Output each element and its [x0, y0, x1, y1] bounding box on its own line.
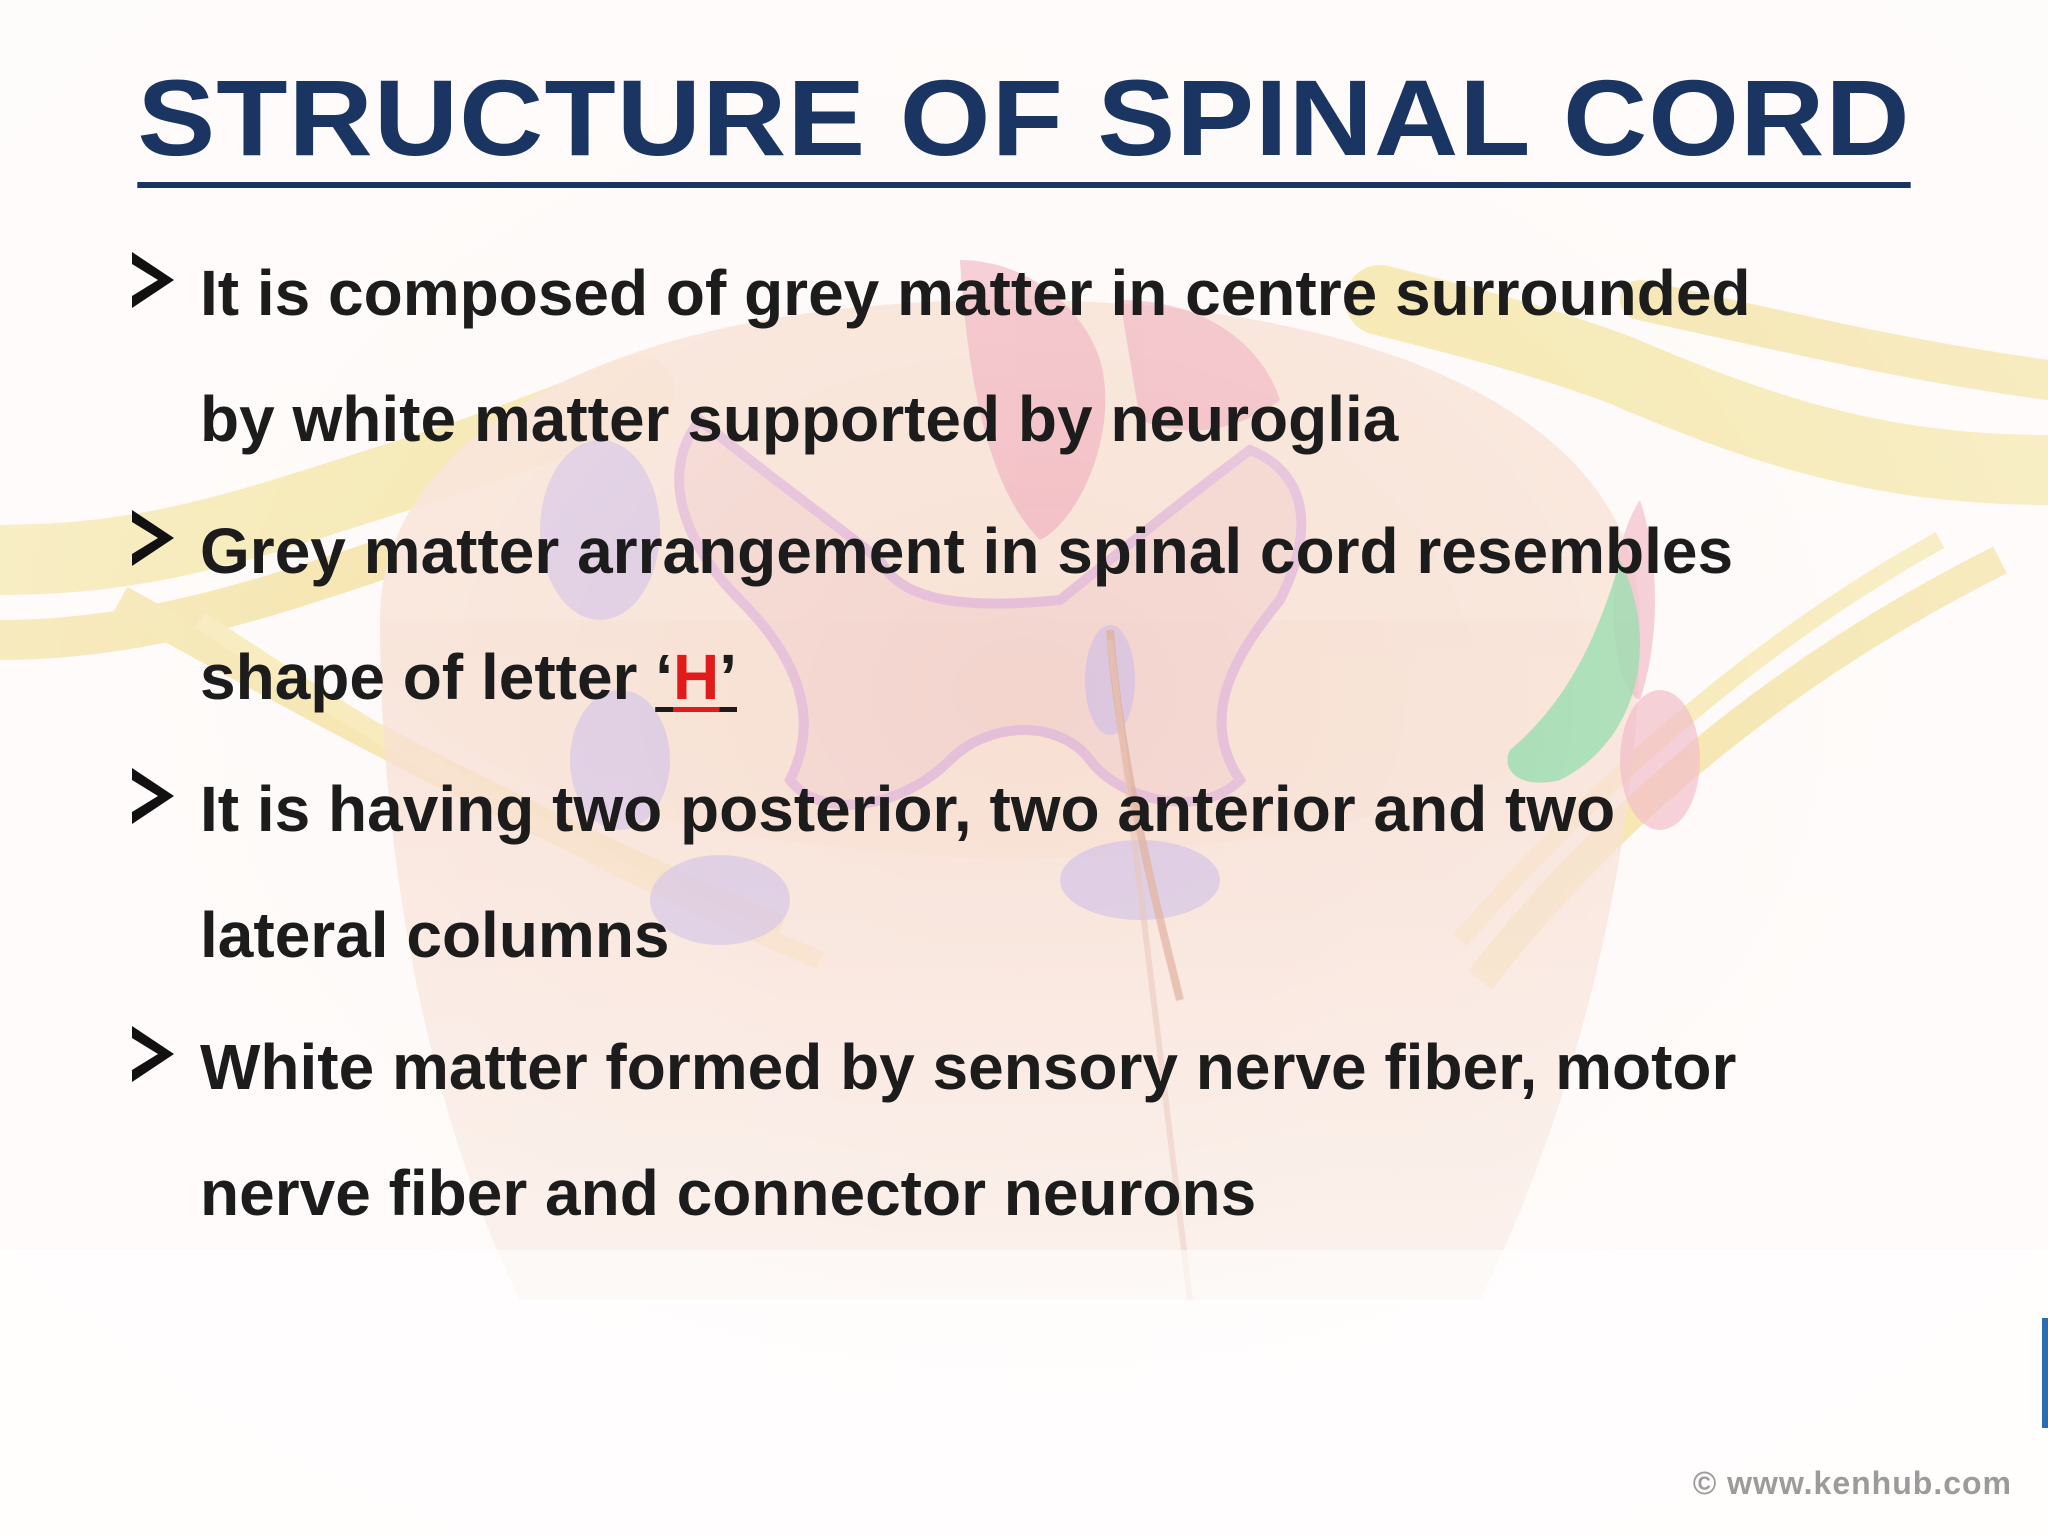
bullet-list: It is composed of grey matter in centre …: [128, 230, 1988, 1262]
bullet-text-3-line-2: lateral columns: [200, 899, 670, 971]
bullet-text-2-line-1: Grey matter arrangement in spinal cord r…: [200, 515, 1734, 587]
arrowhead-icon: [132, 510, 174, 566]
bullet-text-3-line-1: It is having two posterior, two anterior…: [200, 773, 1616, 845]
bullet-text-4-line-2: nerve fiber and connector neurons: [200, 1157, 1257, 1229]
image-credit-watermark: © www.kenhub.com: [1692, 1465, 2012, 1501]
edge-scroll-tab: [2042, 1318, 2048, 1428]
bullet-item-2: Grey matter arrangement in spinal cord r…: [128, 488, 1988, 740]
slide-title: STRUCTURE OF SPINAL CORD: [0, 58, 2048, 188]
highlighted-letter-h: H: [673, 641, 720, 713]
open-quote: ‘: [655, 641, 673, 713]
bullet-item-1: It is composed of grey matter in centre …: [128, 230, 1988, 482]
arrowhead-icon: [132, 252, 174, 308]
bullet-item-4: White matter formed by sensory nerve fib…: [128, 1004, 1988, 1256]
close-quote: ’: [719, 641, 737, 713]
bullet-item-3: It is having two posterior, two anterior…: [128, 746, 1988, 998]
bullet-text-1-line-1: It is composed of grey matter in centre …: [200, 257, 1751, 329]
arrowhead-icon: [132, 1026, 174, 1082]
bullet-text-2-prefix: shape of letter: [200, 641, 656, 713]
bullet-text-1-line-2: by white matter supported by neuroglia: [200, 383, 1399, 455]
bullet-text-2-line-2: shape of letter ‘H’: [200, 614, 1988, 740]
bullet-text-4-line-1: White matter formed by sensory nerve fib…: [200, 1031, 1737, 1103]
slide-title-text: STRUCTURE OF SPINAL CORD: [137, 58, 1911, 188]
arrowhead-icon: [132, 768, 174, 824]
